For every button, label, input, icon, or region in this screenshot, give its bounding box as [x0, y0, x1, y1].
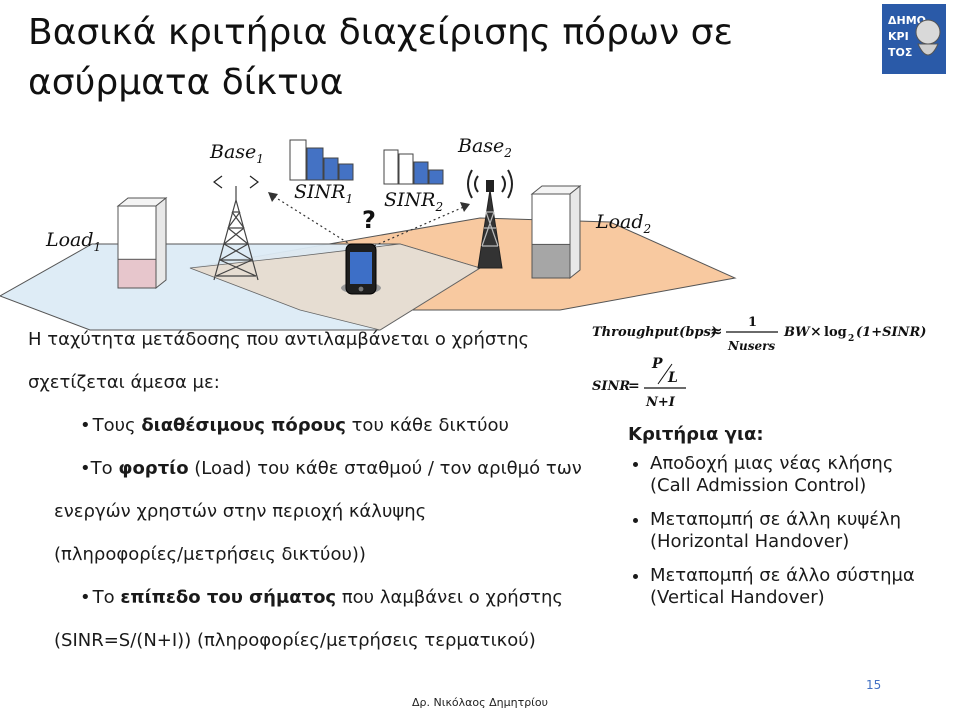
fraction-denominator: Nusers: [727, 339, 775, 353]
bullet-signal: •Το επίπεδο του σήματος που λαμβάνει ο χ…: [80, 587, 563, 608]
bullet-load-line-3: (πληροφορίες/μετρήσεις δικτύου)): [54, 544, 366, 565]
throughput-lhs: Throughput(bps): [592, 325, 717, 340]
list-item: Μεταπομπή σε άλλη κυψέλη(Horizontal Hand…: [650, 509, 948, 553]
approx-sign: ≈: [710, 322, 723, 340]
svg-text:ΚΡΙ: ΚΡΙ: [888, 30, 909, 43]
bullet-load-line-2: ενεργών χρηστών στην περιοχή κάλυψης: [54, 501, 427, 522]
base-2-label: Base2: [457, 135, 512, 160]
bullet-load: •Το φορτίο (Load) του κάθε σταθμού / τον…: [80, 458, 582, 479]
equals-sign: =: [628, 378, 640, 394]
base-2-tower-icon: [467, 169, 513, 269]
sinr-1-label: SINR1: [294, 181, 353, 206]
n-plus-i: N+I: [645, 395, 676, 410]
mobile-phone-icon: [341, 243, 381, 295]
load-1-label: Load1: [45, 229, 101, 254]
page-number: 15: [866, 678, 882, 692]
bullet-signal-line-2: (SINR=S/(N+I)) (πληροφορίες/μετρήσεις τε…: [54, 630, 536, 651]
log-term: log: [824, 325, 847, 340]
question-mark: ?: [362, 206, 376, 234]
criteria-heading: Κριτήρια για:: [628, 424, 764, 445]
l-term: L: [667, 370, 678, 386]
list-item: Μεταπομπή σε άλλο σύστημα(Vertical Hando…: [650, 565, 948, 609]
university-logo: ΔΗΜΟ ΚΡΙ ΤΟΣ: [882, 4, 946, 74]
base-1-tower-icon: [213, 175, 259, 281]
bullet-resources: •Τους διαθέσιμους πόρους του κάθε δικτύο…: [80, 415, 509, 436]
sinr-2-label: SINR2: [384, 189, 443, 214]
load-2-label: Load2: [595, 211, 651, 236]
criteria-box: Κριτήρια για: Αποδοχή μιας νέας κλήσης(C…: [628, 424, 948, 621]
svg-text:ΔΗΜΟ: ΔΗΜΟ: [888, 14, 926, 27]
log-base: 2: [848, 334, 854, 344]
times-sign: ×: [810, 324, 822, 340]
svg-text:ΤΟΣ: ΤΟΣ: [888, 46, 912, 59]
network-diagram: Load1 Base1 SINR1 SINR2 ? Base2: [0, 135, 737, 331]
sinr-2-bars: [383, 149, 444, 185]
intro-line-2: σχετίζεται άμεσα με:: [28, 372, 220, 393]
formulas: Throughput(bps) ≈ 1 Nusers BW × log 2 (1…: [592, 315, 926, 410]
fraction-numerator: 1: [748, 315, 757, 330]
p-term: P: [651, 356, 663, 372]
criteria-list: Αποδοχή μιας νέας κλήσης(Call Admission …: [628, 453, 948, 609]
main-text-block: Η ταχύτητα μετάδοσης που αντιλαμβάνεται …: [28, 318, 618, 662]
sinr-lhs: SINR: [592, 379, 630, 394]
one-plus-sinr: (1+SINR): [856, 325, 926, 340]
bw-term: BW: [783, 325, 811, 340]
signal-arrows: [269, 193, 467, 249]
list-item: Αποδοχή μιας νέας κλήσης(Call Admission …: [650, 453, 948, 497]
load-1-container: [116, 196, 168, 290]
sinr-1-bars: [289, 139, 354, 181]
load-2-container: [530, 184, 582, 280]
footer-author: Δρ. Νικόλαος Δημητρίου: [412, 696, 548, 709]
intro-line-1: Η ταχύτητα μετάδοσης που αντιλαμβάνεται …: [28, 329, 530, 350]
slide-title: Βασικά κριτήρια διαχείρισης πόρων σε ασύ…: [28, 12, 733, 103]
philosopher-head-icon: [915, 19, 941, 45]
base-1-label: Base1: [209, 141, 264, 166]
